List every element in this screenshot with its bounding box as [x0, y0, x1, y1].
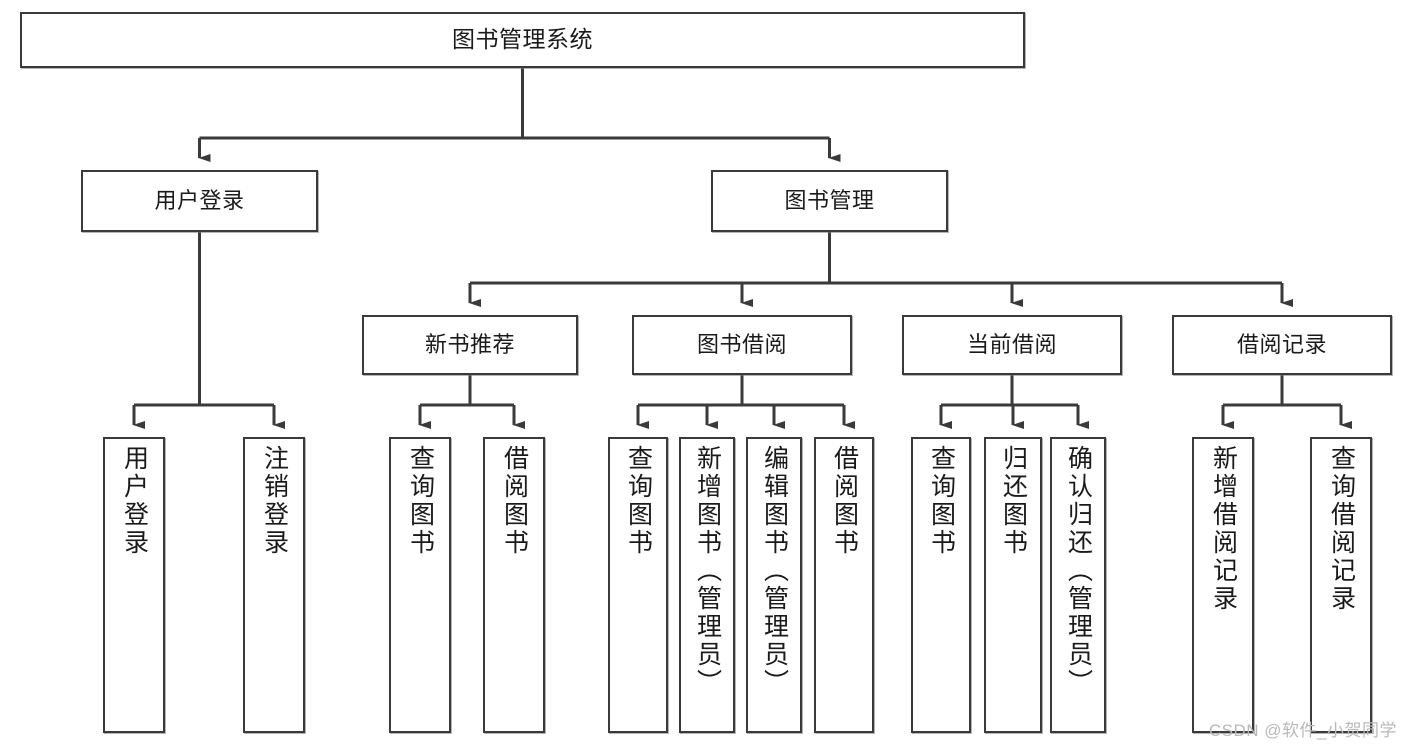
node-leaf-return-book-label: 归还图书: [999, 445, 1028, 557]
node-borrow-record-label: 借阅记录: [1236, 332, 1327, 358]
node-leaf-query-book-3[interactable]: 查询图书: [911, 437, 971, 733]
node-leaf-return-book[interactable]: 归还图书: [984, 437, 1042, 733]
node-book-manage[interactable]: 图书管理: [711, 170, 948, 232]
node-leaf-user-logout-label: 注销登录: [260, 445, 289, 557]
node-leaf-confirm-return[interactable]: 确认归还（管理员）: [1050, 437, 1106, 733]
node-leaf-add-book[interactable]: 新增图书（管理员）: [679, 437, 735, 733]
node-current-borrow[interactable]: 当前借阅: [902, 315, 1122, 375]
node-leaf-edit-book-label: 编辑图书（管理员）: [760, 445, 789, 697]
node-leaf-query-book-2[interactable]: 查询图书: [608, 437, 668, 733]
node-leaf-add-record[interactable]: 新增借阅记录: [1192, 437, 1254, 733]
node-user-login[interactable]: 用户登录: [81, 170, 318, 232]
node-leaf-edit-book[interactable]: 编辑图书（管理员）: [746, 437, 802, 733]
node-book-borrow-label: 图书借阅: [696, 332, 787, 358]
node-new-book-recommend[interactable]: 新书推荐: [362, 315, 578, 375]
node-leaf-borrow-book-2-label: 借阅图书: [830, 445, 859, 557]
node-leaf-borrow-book-1[interactable]: 借阅图书: [483, 437, 545, 733]
node-book-borrow[interactable]: 图书借阅: [632, 315, 852, 375]
node-user-login-label: 用户登录: [154, 188, 245, 214]
node-leaf-query-book-1[interactable]: 查询图书: [389, 437, 451, 733]
node-leaf-borrow-book-1-label: 借阅图书: [500, 445, 529, 557]
node-root-label: 图书管理系统: [452, 26, 593, 53]
node-leaf-query-record[interactable]: 查询借阅记录: [1310, 437, 1372, 733]
node-current-borrow-label: 当前借阅: [966, 332, 1057, 358]
node-leaf-confirm-return-label: 确认归还（管理员）: [1064, 445, 1093, 697]
node-leaf-add-book-label: 新增图书（管理员）: [693, 445, 722, 697]
watermark: CSDN @软件_小贺同学: [1208, 721, 1397, 740]
node-leaf-query-book-2-label: 查询图书: [624, 445, 653, 557]
node-leaf-user-login[interactable]: 用户登录: [103, 437, 165, 733]
node-root[interactable]: 图书管理系统: [20, 12, 1025, 68]
node-leaf-user-logout[interactable]: 注销登录: [243, 437, 305, 733]
node-borrow-record[interactable]: 借阅记录: [1172, 315, 1392, 375]
node-new-book-recommend-label: 新书推荐: [424, 332, 515, 358]
node-leaf-borrow-book-2[interactable]: 借阅图书: [814, 437, 874, 733]
node-leaf-query-book-1-label: 查询图书: [406, 445, 435, 557]
node-leaf-query-record-label: 查询借阅记录: [1327, 445, 1356, 613]
node-leaf-query-book-3-label: 查询图书: [927, 445, 956, 557]
node-book-manage-label: 图书管理: [784, 188, 875, 214]
node-leaf-user-login-label: 用户登录: [120, 445, 149, 557]
node-leaf-add-record-label: 新增借阅记录: [1209, 445, 1238, 613]
